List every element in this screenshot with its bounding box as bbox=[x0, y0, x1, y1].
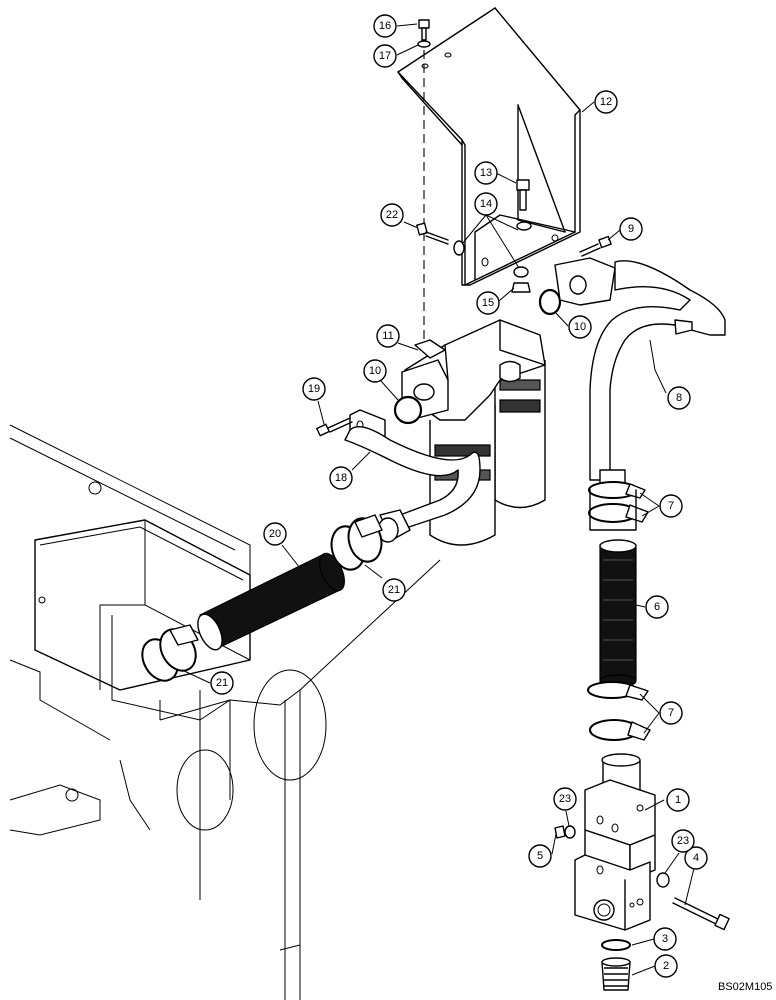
washer-14a bbox=[516, 221, 532, 231]
svg-text:4: 4 bbox=[693, 852, 699, 864]
svg-text:13: 13 bbox=[480, 167, 492, 179]
bolt-4 bbox=[672, 897, 730, 931]
bolt-19 bbox=[316, 417, 353, 437]
callout-15: 15 bbox=[476, 291, 500, 315]
svg-text:16: 16 bbox=[379, 20, 391, 32]
svg-text:12: 12 bbox=[600, 96, 612, 108]
clamp-21-lower bbox=[141, 624, 199, 682]
svg-text:7: 7 bbox=[668, 500, 674, 512]
callout-10-left: 10 bbox=[363, 359, 387, 383]
bracket bbox=[397, 7, 581, 286]
washer-23a bbox=[564, 825, 576, 839]
callout-18: 18 bbox=[329, 466, 353, 490]
hose-20 bbox=[197, 552, 345, 651]
callout-6: 6 bbox=[645, 595, 669, 619]
callout-21-lower: 21 bbox=[210, 671, 234, 695]
bolt-9 bbox=[579, 235, 612, 257]
svg-text:7: 7 bbox=[668, 707, 674, 719]
svg-text:23: 23 bbox=[677, 835, 689, 847]
clamp-7-lower bbox=[587, 681, 651, 741]
callouts: 1 2 3 4 5 6 7 7 8 9 10 10 11 12 13 14 15… bbox=[210, 14, 708, 978]
svg-text:5: 5 bbox=[537, 850, 543, 862]
svg-text:1: 1 bbox=[675, 794, 681, 806]
svg-text:2: 2 bbox=[663, 960, 669, 972]
callout-11: 11 bbox=[376, 324, 400, 348]
svg-text:10: 10 bbox=[369, 365, 381, 377]
callout-22: 22 bbox=[380, 203, 404, 227]
callout-20: 20 bbox=[263, 522, 287, 546]
callout-8: 8 bbox=[667, 386, 691, 410]
reference-code: BS02M105 bbox=[718, 981, 772, 993]
svg-text:15: 15 bbox=[482, 297, 494, 309]
bolt-13 bbox=[516, 179, 530, 211]
callout-2: 2 bbox=[654, 954, 678, 978]
callout-16: 16 bbox=[373, 14, 397, 38]
svg-text:3: 3 bbox=[662, 933, 668, 945]
svg-text:9: 9 bbox=[628, 223, 634, 235]
svg-text:19: 19 bbox=[308, 383, 320, 395]
bolt-22 bbox=[416, 222, 449, 245]
callout-4: 4 bbox=[684, 846, 708, 870]
washer-23b bbox=[656, 872, 670, 888]
svg-text:21: 21 bbox=[388, 584, 400, 596]
svg-text:22: 22 bbox=[386, 209, 398, 221]
clamp-7-upper bbox=[588, 481, 649, 531]
svg-text:20: 20 bbox=[269, 528, 281, 540]
callout-1: 1 bbox=[666, 788, 690, 812]
callout-23-left: 23 bbox=[553, 787, 577, 811]
bolt-16 bbox=[417, 19, 431, 48]
valve-block bbox=[574, 753, 656, 931]
callout-7-upper: 7 bbox=[659, 494, 683, 518]
svg-text:6: 6 bbox=[654, 601, 660, 613]
o-ring-3 bbox=[601, 939, 631, 951]
callout-17: 17 bbox=[373, 44, 397, 68]
svg-text:11: 11 bbox=[382, 330, 393, 342]
machine-frame bbox=[9, 424, 441, 1000]
tube-8 bbox=[554, 257, 726, 491]
svg-text:14: 14 bbox=[480, 198, 492, 210]
nut-15 bbox=[511, 282, 531, 293]
svg-text:21: 21 bbox=[216, 677, 228, 689]
svg-text:18: 18 bbox=[335, 472, 347, 484]
washer-14b bbox=[453, 240, 465, 256]
leader-lines bbox=[181, 23, 697, 976]
o-ring-10b bbox=[538, 288, 562, 316]
clamp-21-upper bbox=[330, 514, 383, 571]
plug-2 bbox=[601, 957, 631, 991]
callout-19: 19 bbox=[302, 377, 326, 401]
callout-23-right: 23 bbox=[671, 829, 695, 853]
tube-18 bbox=[344, 409, 481, 543]
nut-5 bbox=[554, 825, 566, 839]
svg-text:23: 23 bbox=[559, 793, 571, 805]
callout-14: 14 bbox=[474, 192, 498, 216]
callout-5: 5 bbox=[528, 844, 552, 868]
callout-7-lower: 7 bbox=[659, 701, 683, 725]
callout-10-right: 10 bbox=[568, 315, 592, 339]
callout-3: 3 bbox=[653, 927, 677, 951]
callout-21-upper: 21 bbox=[382, 578, 406, 602]
callout-9: 9 bbox=[619, 217, 643, 241]
callout-12: 12 bbox=[594, 90, 618, 114]
o-ring-10a bbox=[393, 395, 423, 425]
callout-13: 13 bbox=[474, 161, 498, 185]
svg-text:17: 17 bbox=[379, 50, 391, 62]
svg-text:10: 10 bbox=[574, 321, 586, 333]
hose-6 bbox=[599, 539, 637, 688]
svg-text:8: 8 bbox=[676, 392, 682, 404]
washer-14c bbox=[513, 266, 529, 278]
